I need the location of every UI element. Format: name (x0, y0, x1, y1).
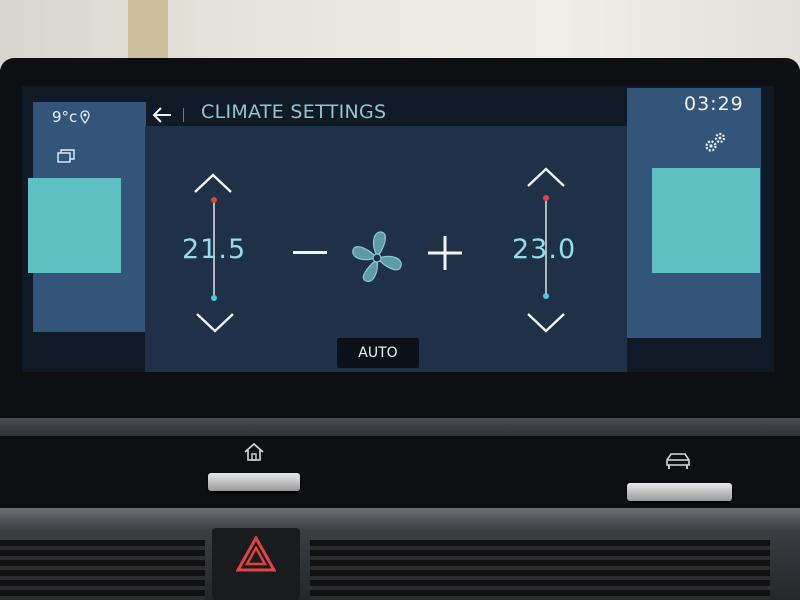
right-temp-down-button[interactable] (526, 310, 566, 334)
console-strip (0, 436, 800, 516)
right-temp-up-button[interactable] (526, 166, 566, 190)
hazard-icon (236, 536, 276, 572)
back-arrow-icon[interactable] (151, 104, 173, 126)
right-temperature-value: 23.0 (512, 234, 577, 265)
outside-temperature: 9°c (52, 108, 78, 126)
recirculation-icon[interactable] (57, 149, 75, 163)
title-separator (183, 108, 184, 122)
auto-button[interactable]: AUTO (337, 338, 419, 368)
left-widget-tile[interactable] (28, 178, 121, 273)
page-title: CLIMATE SETTINGS (201, 101, 387, 123)
right-widget-tile[interactable] (652, 168, 760, 273)
left-air-vent (0, 540, 205, 600)
left-temp-down-button[interactable] (195, 310, 235, 334)
settings-gears-icon[interactable] (702, 131, 728, 155)
right-air-vent (310, 540, 770, 600)
clock: 03:29 (684, 93, 744, 115)
left-temp-up-button[interactable] (193, 172, 233, 196)
fan-icon (352, 231, 402, 283)
car-icon (666, 453, 690, 469)
fan-decrease-button[interactable] (293, 251, 327, 254)
vehicle-hard-button[interactable] (627, 483, 732, 501)
chrome-trim (0, 418, 800, 438)
fan-increase-button[interactable] (428, 236, 462, 270)
right-temp-gauge (543, 195, 549, 299)
location-pin-icon (80, 110, 90, 124)
home-hard-button[interactable] (208, 473, 300, 491)
left-temperature-value: 21.5 (182, 234, 247, 265)
home-icon (244, 442, 264, 461)
left-temp-gauge (211, 197, 217, 301)
